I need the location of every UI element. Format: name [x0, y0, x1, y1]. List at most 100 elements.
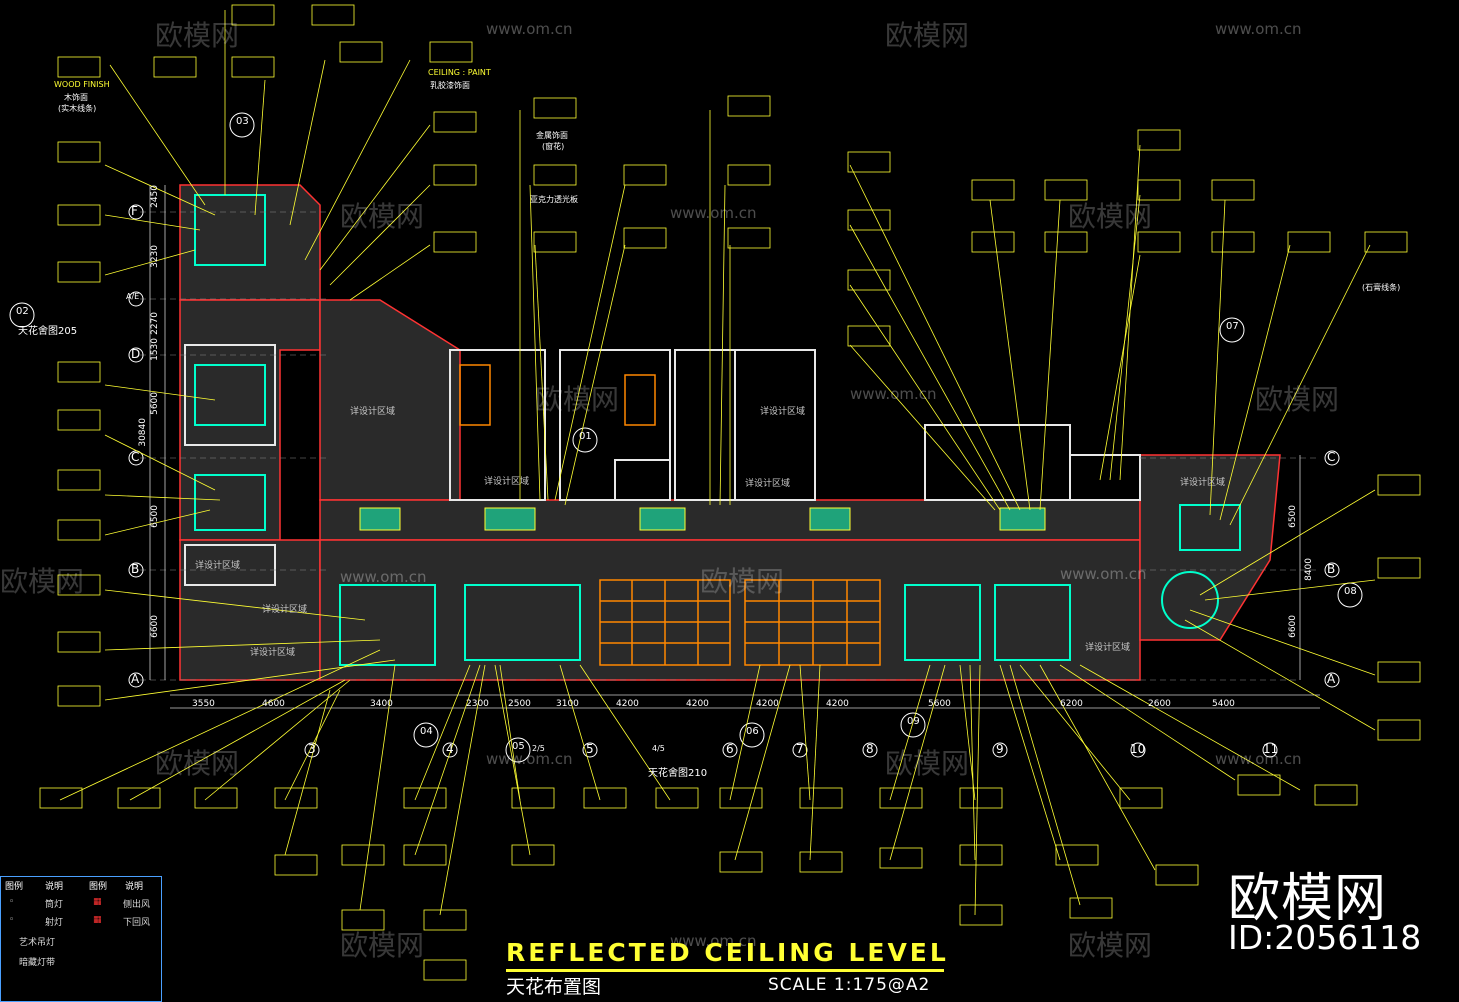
dim-left: 2450	[150, 185, 160, 208]
drawing-title: REFLECTED CEILING LEVEL	[506, 938, 949, 967]
axis-bubbles	[128, 204, 1340, 758]
watermark-url: www.om.cn	[1215, 750, 1302, 768]
dim-left: 3230	[150, 245, 160, 268]
watermark-logo: 欧模网	[1068, 929, 1153, 962]
dim-left: 6600	[150, 615, 160, 638]
drawing-title-block: REFLECTED CEILING LEVEL	[506, 938, 956, 972]
plan-label: 详设计区域	[1085, 643, 1131, 653]
section-tag-08: 08	[1344, 586, 1357, 597]
watermark-url: www.om.cn	[1215, 20, 1302, 38]
callout-tag-boxes	[39, 4, 1421, 981]
watermark-url: www.om.cn	[850, 385, 937, 403]
callout-acrylic: 亚克力透光板	[530, 195, 578, 204]
section-tag-07: 07	[1226, 321, 1239, 332]
rooms	[184, 344, 1141, 586]
watermark-logo: 欧模网	[885, 19, 970, 52]
dim-right: 6500	[1288, 505, 1298, 528]
axis-col-4: 4	[446, 742, 454, 756]
dim-bottom: 4600	[262, 699, 285, 709]
brand-id: ID:2056118	[1228, 918, 1422, 957]
callout-wood: 木饰面	[64, 93, 88, 102]
legend-symbol: ▦	[93, 915, 102, 925]
section-tag-04: 04	[420, 726, 433, 737]
dim-right: 6600	[1288, 615, 1298, 638]
section-tag-02: 02	[16, 306, 29, 317]
watermark-url: www.om.cn	[486, 20, 573, 38]
callout-metal: 金属饰面	[536, 131, 568, 140]
axis-row-a: A	[131, 672, 140, 686]
legend-symbol: ▦	[93, 897, 102, 907]
watermark-url: www.om.cn	[340, 568, 427, 586]
legend-desc: 下回风	[123, 918, 151, 928]
note-ceiling-205: 天花舍图205	[18, 326, 78, 337]
watermark-logo: 欧模网	[155, 19, 240, 52]
axis-row-b-right: B	[1327, 562, 1336, 576]
plan-label: 详设计区域	[350, 407, 396, 417]
callout-latex-paint: 乳胶漆饰面	[430, 81, 470, 90]
section-tag-01: 01	[579, 431, 592, 442]
legend-desc: 筒灯	[45, 900, 64, 910]
plan-label: 详设计区域	[760, 407, 806, 417]
axis-row-ae: A/E	[126, 292, 140, 301]
axis-row-c-right: C	[1327, 450, 1336, 464]
callout-wood-finish: WOOD FINISH	[54, 80, 110, 89]
legend-desc: 艺术吊灯	[19, 938, 56, 948]
legend-symbol: ◦	[9, 915, 15, 925]
dim-bottom: 5600	[928, 699, 951, 709]
legend-header: 说明	[45, 882, 64, 892]
legend-desc: 侧出风	[123, 900, 151, 910]
legend-header: 说明	[125, 882, 144, 892]
watermark-logo: 欧模网	[0, 565, 85, 598]
dim-bottom: 4200	[756, 699, 779, 709]
title-underline	[506, 969, 944, 972]
drawing-title-cn: 天花布置图	[506, 976, 602, 998]
dim-bottom: 2300	[466, 699, 489, 709]
callout-leaders	[59, 10, 1376, 916]
note-ceiling-210: 天花舍图210	[648, 768, 708, 779]
dim-bottom: 3400	[370, 699, 393, 709]
plan-label: 详设计区域	[484, 477, 530, 487]
dim-bottom: 6200	[1060, 699, 1083, 709]
callout-window: (窗花)	[542, 142, 565, 151]
axis-col-8: 8	[866, 742, 874, 756]
watermark-logo: 欧模网	[340, 929, 425, 962]
axis-row-d: D	[131, 347, 141, 361]
watermark-logo: 欧模网	[155, 747, 240, 780]
legend-desc: 射灯	[45, 918, 64, 928]
axis-col-3: 3	[308, 742, 316, 756]
callout-ceiling-paint: CEILING : PAINT	[428, 68, 491, 77]
legend-desc: 暗藏灯带	[19, 958, 56, 968]
dim-bottom: 2600	[1148, 699, 1171, 709]
section-tag-03: 03	[236, 116, 249, 127]
dim-bottom: 4200	[826, 699, 849, 709]
axis-col-9: 9	[996, 742, 1004, 756]
plan-label: 详设计区域	[1180, 478, 1226, 488]
watermark-url: www.om.cn	[670, 204, 757, 222]
legend-header: 图例	[5, 882, 24, 892]
grid-lines	[140, 211, 1320, 681]
watermark-logo: 欧模网	[1068, 200, 1153, 233]
dim-left: 1530	[150, 338, 160, 361]
axis-row-b: B	[131, 562, 140, 576]
legend-table: 图例 说明 图例 说明 ◦ 筒灯 ▦ 侧出风 ◦ 射灯 ▦ 下回风 艺术吊灯 暗…	[0, 876, 162, 1002]
plan-label: 详设计区域	[745, 479, 791, 489]
section-tag-06: 06	[746, 726, 759, 737]
dim-bottom: 5400	[1212, 699, 1235, 709]
dim-bottom: 4200	[616, 699, 639, 709]
plan-label: 详设计区域	[262, 605, 308, 615]
axis-col-6: 6	[726, 742, 734, 756]
legend-header: 图例	[89, 882, 108, 892]
dim-bottom: 2500	[508, 699, 531, 709]
axis-col-4-5: 4/5	[652, 744, 665, 753]
dim-left: 2270	[150, 312, 160, 335]
axis-col-10: 10	[1130, 742, 1146, 756]
watermark-logo: 欧模网	[340, 200, 425, 233]
watermark-url: www.om.cn	[1060, 565, 1147, 583]
axis-col-7: 7	[796, 742, 804, 756]
axis-row-c: C	[131, 450, 140, 464]
dim-left: 6500	[150, 505, 160, 528]
plan-label: 详设计区域	[250, 648, 296, 658]
dim-left: 5600	[150, 392, 160, 415]
axis-row-f: F	[131, 204, 138, 218]
